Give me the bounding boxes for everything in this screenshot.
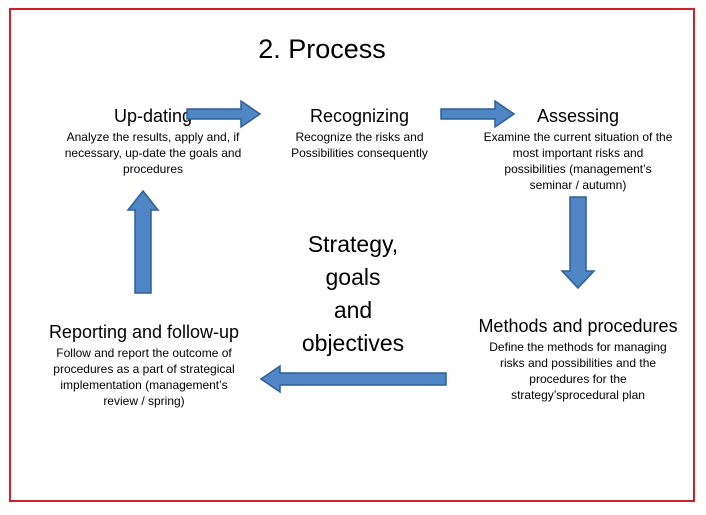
node-assessing: Assessing Examine the current situation … bbox=[483, 105, 673, 193]
node-reporting-text: Follow and report the outcome of procedu… bbox=[53, 346, 235, 408]
node-reporting: Reporting and follow-up Follow and repor… bbox=[44, 321, 244, 409]
center-line-4: objectives bbox=[301, 330, 405, 356]
center-label: Strategy, goals and objectives bbox=[278, 228, 428, 360]
arrow-right-2 bbox=[440, 99, 516, 129]
arrow-left bbox=[259, 364, 447, 394]
arrow-down bbox=[560, 196, 596, 290]
node-updating-text: Analyze the results, apply and, if neces… bbox=[64, 130, 242, 176]
arrow-right-1 bbox=[186, 99, 262, 129]
node-assessing-text: Examine the current situation of the mos… bbox=[483, 130, 673, 192]
node-updating-heading: Up-dating bbox=[113, 106, 193, 126]
node-recognizing-heading: Recognizing bbox=[309, 106, 410, 126]
page-title: 2. Process bbox=[258, 34, 386, 64]
node-assessing-heading: Assessing bbox=[536, 106, 620, 126]
node-methods: Methods and procedures Define the method… bbox=[466, 315, 690, 403]
node-methods-text: Define the methods for managing risks an… bbox=[489, 340, 667, 402]
node-recognizing-text: Recognize the risks and Possibilities co… bbox=[291, 130, 428, 160]
center-line-1: Strategy, bbox=[307, 231, 399, 257]
node-reporting-heading: Reporting and follow-up bbox=[48, 322, 240, 342]
center-line-3: and bbox=[333, 297, 373, 323]
diagram-frame bbox=[9, 8, 695, 502]
node-methods-heading: Methods and procedures bbox=[478, 316, 678, 336]
arrow-up bbox=[126, 189, 160, 294]
node-updating: Up-dating Analyze the results, apply and… bbox=[38, 105, 268, 177]
center-line-2: goals bbox=[325, 264, 381, 290]
node-recognizing: Recognizing Recognize the risks and Poss… bbox=[282, 105, 437, 161]
